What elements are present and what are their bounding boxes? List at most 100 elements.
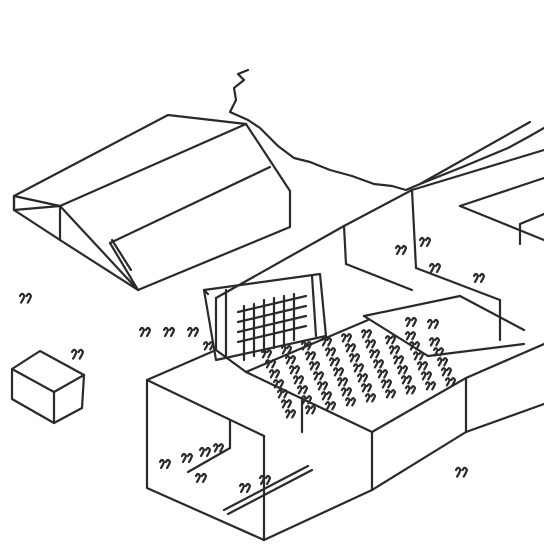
bench-edge: [226, 468, 314, 516]
person-figure: [300, 341, 313, 351]
person-figure: [260, 349, 273, 359]
hall-base-right: [370, 430, 468, 492]
person-figure: [404, 316, 418, 328]
person-figure: [316, 381, 329, 391]
person-figure: [424, 381, 437, 391]
person-figure: [426, 318, 440, 330]
person-figure: [300, 395, 313, 405]
hall-floor-line: [244, 318, 370, 374]
person-figure: [404, 385, 417, 395]
structure-corner: [202, 288, 210, 296]
structure-post-2: [310, 274, 318, 338]
person-figure: [404, 331, 417, 341]
person-figure: [428, 262, 442, 274]
person-figure: [356, 373, 369, 383]
bench-top: [222, 464, 310, 512]
person-figure: [258, 474, 272, 486]
person-figure: [304, 351, 317, 361]
person-figure: [352, 363, 365, 373]
shed-gable-slope: [108, 165, 272, 245]
person-figure: [418, 236, 432, 248]
person-figure: [292, 375, 305, 385]
left-room-base: [262, 488, 374, 542]
lattice-rail-3: [236, 314, 308, 334]
person-figure: [372, 359, 385, 369]
person-figure: [308, 361, 321, 371]
small-block: [10, 349, 86, 425]
right-wing-ledge: [458, 176, 544, 208]
person-figure: [428, 337, 441, 347]
bench: [222, 464, 314, 516]
person-figure: [276, 389, 289, 399]
left-room-partition-floor: [186, 446, 232, 474]
person-figure: [394, 244, 408, 256]
left-room-mid: [145, 378, 266, 438]
hall-back-corner: [410, 188, 418, 270]
person-figure: [138, 326, 152, 338]
hall-floor-edge: [214, 348, 248, 374]
person-figure: [312, 371, 325, 381]
person-figure: [194, 472, 208, 484]
person-figure: [18, 292, 33, 304]
person-figure: [70, 348, 85, 360]
left-room-back: [145, 348, 218, 382]
person-figure: [264, 359, 277, 369]
person-figure: [320, 337, 333, 347]
block-top-edge: [10, 367, 86, 394]
person-figure: [416, 361, 429, 371]
person-figure: [348, 353, 361, 363]
people-figures: [18, 236, 486, 494]
person-figure: [420, 371, 433, 381]
person-figure: [412, 351, 425, 361]
right-wing-upper: [464, 342, 544, 380]
long-roofed-structure: [202, 272, 328, 362]
person-figure: [368, 349, 381, 359]
person-figure: [408, 341, 421, 351]
shed-gable-inner: [110, 238, 133, 272]
right-wing-room-front: [362, 314, 430, 358]
person-figure: [376, 369, 389, 379]
machinery-lattice: [236, 292, 308, 362]
person-figure: [268, 369, 281, 379]
ridge-path: [228, 72, 544, 192]
person-figure: [280, 345, 293, 355]
person-figure: [280, 399, 293, 409]
person-figure: [344, 397, 357, 407]
left-room-front: [145, 378, 266, 542]
person-figure: [432, 347, 445, 357]
right-wing-roof: [418, 120, 532, 186]
person-figure: [344, 343, 357, 353]
right-wing-room-base: [426, 342, 526, 358]
right-wing-notch: [518, 212, 544, 226]
person-figure: [340, 387, 353, 397]
right-wing-ground: [464, 402, 544, 434]
person-figure: [400, 375, 413, 385]
person-figure: [288, 365, 301, 375]
person-figure: [396, 365, 409, 375]
person-figure: [198, 446, 212, 458]
right-wing-top: [410, 148, 544, 192]
person-figure: [272, 379, 285, 389]
hall-back-wall-2: [342, 188, 414, 228]
shed-roof-edge: [12, 122, 248, 208]
person-figure: [388, 345, 401, 355]
right-wing-room-back: [362, 294, 462, 318]
person-figure: [384, 389, 397, 399]
person-figure: [364, 393, 377, 403]
person-figure: [158, 458, 172, 470]
person-figure: [324, 401, 337, 411]
lattice-rail-2: [236, 304, 308, 324]
person-figure: [180, 452, 194, 464]
person-figure: [284, 355, 297, 365]
person-figure: [380, 379, 393, 389]
hall-back-wall: [214, 224, 346, 300]
person-figure: [472, 272, 486, 284]
shed-base-front: [58, 238, 140, 292]
person-figure: [440, 367, 453, 377]
person-figure: [360, 383, 373, 393]
person-figure: [186, 326, 200, 338]
lattice-rail-1: [236, 294, 308, 314]
hall-back-post: [342, 224, 348, 266]
